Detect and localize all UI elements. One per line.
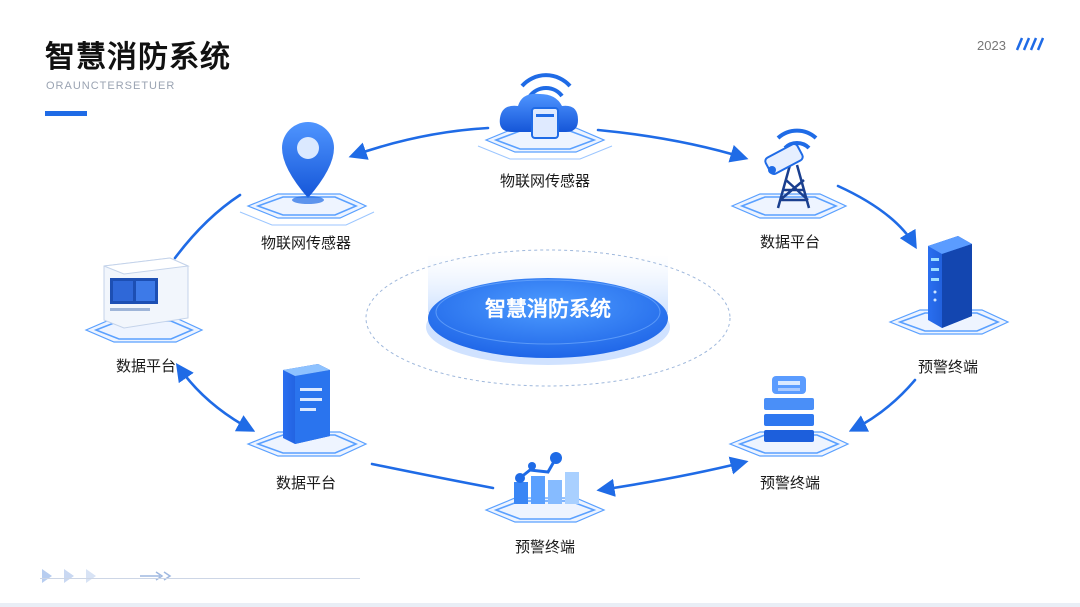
arrow-top-to-topleft [348,126,490,160]
node-label-lower-left: 数据平台 [276,474,336,492]
node-label-left: 数据平台 [116,357,176,375]
arrow-top-to-topright [596,128,749,163]
node-label-right: 预警终端 [918,358,978,376]
node-label-top-right: 数据平台 [760,233,820,251]
arrow-bottom-lowerleft [370,462,495,490]
document-icon [283,364,330,444]
node-top: 物联网传感器 [477,73,613,190]
bar-chart-icon [514,452,579,504]
node-label-lower-right: 预警终端 [760,474,820,492]
arrow-left-topleft [173,193,242,260]
bottom-strip [0,603,1080,607]
monitor-device-icon [103,257,190,329]
arrow-right-to-lowerright [848,378,917,432]
slash-decoration-icon [1015,37,1044,51]
arrow-left-lowerleft [175,363,256,432]
title-accent-bar [45,111,87,116]
node-top-left: 物联网传感器 [239,122,375,252]
node-platform [730,193,848,219]
node-platform [246,431,368,457]
node-label-bottom: 预警终端 [515,538,575,556]
footer-chevrons-icon [42,569,172,583]
page-title: 智慧消防系统 [45,40,231,75]
node-label-top: 物联网传感器 [500,172,590,190]
center-hub: 智慧消防系统 [365,249,731,387]
signal-tower-icon [764,128,818,209]
stacked-layers-icon [764,376,814,442]
year-label: 2023 [977,38,1006,53]
server-icon [928,236,972,328]
node-bottom: 预警终端 [484,452,606,556]
cloud-wifi-icon [499,73,578,139]
connector-arrows [173,126,917,497]
node-left: 数据平台 [84,257,204,375]
arrow-topright-to-right [836,184,917,250]
node-label-top-left: 物联网传感器 [261,234,351,252]
node-platform [239,193,375,226]
arrow-bottom-lowerright [596,456,749,497]
map-pin-icon [282,122,334,204]
node-lower-right: 预警终端 [728,376,850,492]
node-lower-left: 数据平台 [246,364,368,492]
footer-divider [40,578,360,579]
node-right: 预警终端 [888,236,1010,376]
node-top-right: 数据平台 [730,128,848,251]
page-subtitle: ORAUNCTERSETUER [46,80,176,92]
center-label: 智慧消防系统 [485,297,611,321]
